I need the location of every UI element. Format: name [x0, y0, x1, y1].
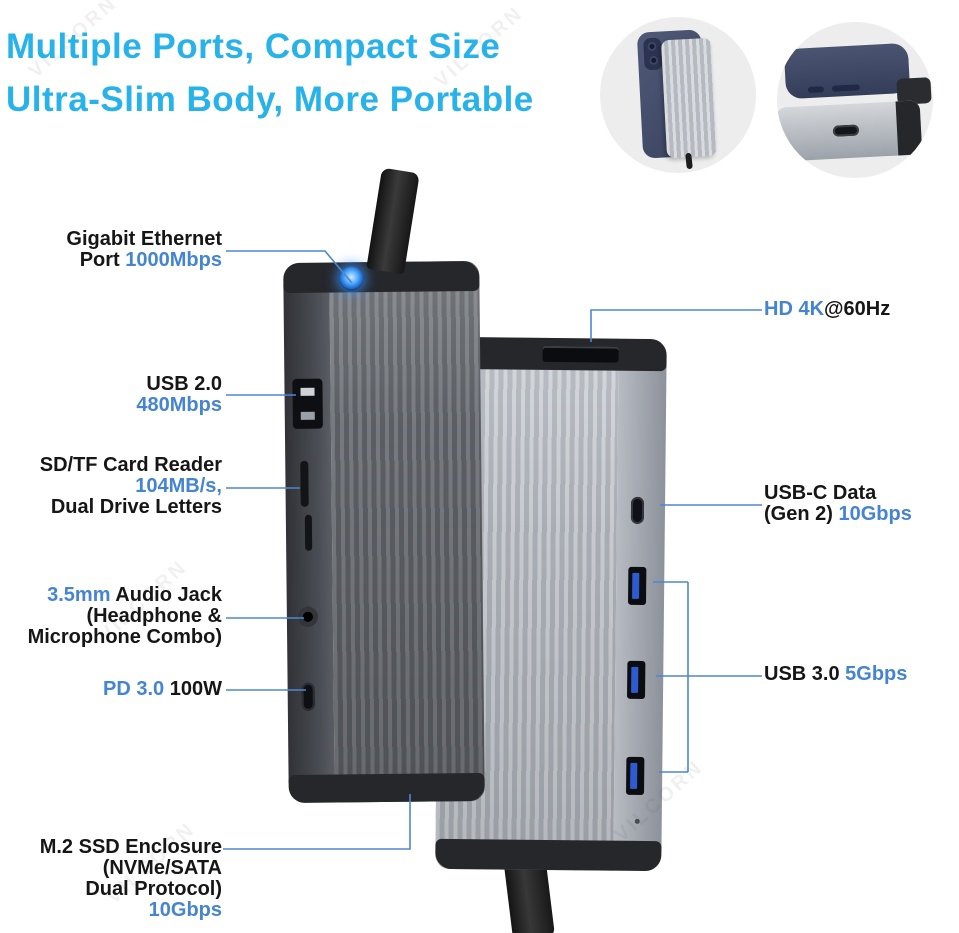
card-reader-speed: 104MB/s, — [135, 475, 222, 497]
usbc-gen: (Gen 2) — [764, 503, 839, 525]
pd-wattage: 100W — [164, 678, 222, 700]
ethernet-label2: Port — [79, 249, 126, 271]
m2-speed: 10Gbps — [148, 899, 222, 921]
line-ethernet — [226, 250, 353, 284]
pd-label: PD 3.0 — [103, 678, 165, 700]
usbc-label: USB-C Data — [764, 482, 877, 504]
annotation-hdmi: HD 4K@60Hz — [764, 299, 956, 320]
ethernet-speed: 1000Mbps — [125, 249, 222, 271]
audio-note2: Microphone Combo) — [27, 626, 222, 648]
hdmi-label: HD 4K — [764, 298, 825, 320]
annotation-pd: PD 3.0 100W — [0, 679, 222, 700]
m2-label: M.2 SSD Enclosure — [39, 836, 222, 858]
page-title: Multiple Ports, Compact Size Ultra-Slim … — [6, 20, 534, 126]
usb2-speed: 480Mbps — [136, 394, 222, 416]
audio-label: Audio Jack — [110, 584, 222, 606]
annotation-audio: 3.5mm Audio Jack (Headphone & Microphone… — [0, 585, 222, 648]
annotation-usb3: USB 3.0 5Gbps — [764, 664, 956, 685]
line-m2 — [223, 794, 411, 850]
card-reader-label: SD/TF Card Reader — [39, 454, 222, 476]
annotation-m2: M.2 SSD Enclosure (NVMe/SATA Dual Protoc… — [0, 837, 222, 921]
usbc-speed: 10Gbps — [838, 503, 912, 525]
usb3-speed: 5Gbps — [845, 663, 908, 685]
audio-note1: (Headphone & — [86, 605, 222, 627]
m2-note2: Dual Protocol) — [85, 878, 222, 900]
line-hdmi — [590, 309, 762, 342]
title-line2: Ultra-Slim Body, More Portable — [6, 80, 534, 119]
inset-photo-hub-edge-closeup — [777, 22, 933, 178]
annotation-card-reader: SD/TF Card Reader 104MB/s, Dual Drive Le… — [0, 455, 222, 518]
annotation-usb2: USB 2.0 480Mbps — [0, 374, 222, 416]
hdmi-refresh: @60Hz — [824, 298, 891, 320]
inset-photo-hub-on-phone — [600, 17, 756, 173]
audio-size: 3.5mm — [47, 584, 111, 606]
annotation-ethernet: Gigabit Ethernet Port 1000Mbps — [0, 229, 222, 271]
annotation-usbc: USB-C Data (Gen 2) 10Gbps — [764, 483, 956, 525]
title-line1: Multiple Ports, Compact Size — [6, 27, 501, 66]
card-reader-note: Dual Drive Letters — [50, 496, 222, 518]
line-usb3-bracket — [653, 581, 762, 773]
usb2-label: USB 2.0 — [146, 373, 222, 395]
ethernet-label: Gigabit Ethernet — [66, 228, 222, 250]
m2-note1: (NVMe/SATA — [102, 857, 222, 879]
usb3-label: USB 3.0 — [764, 663, 846, 685]
